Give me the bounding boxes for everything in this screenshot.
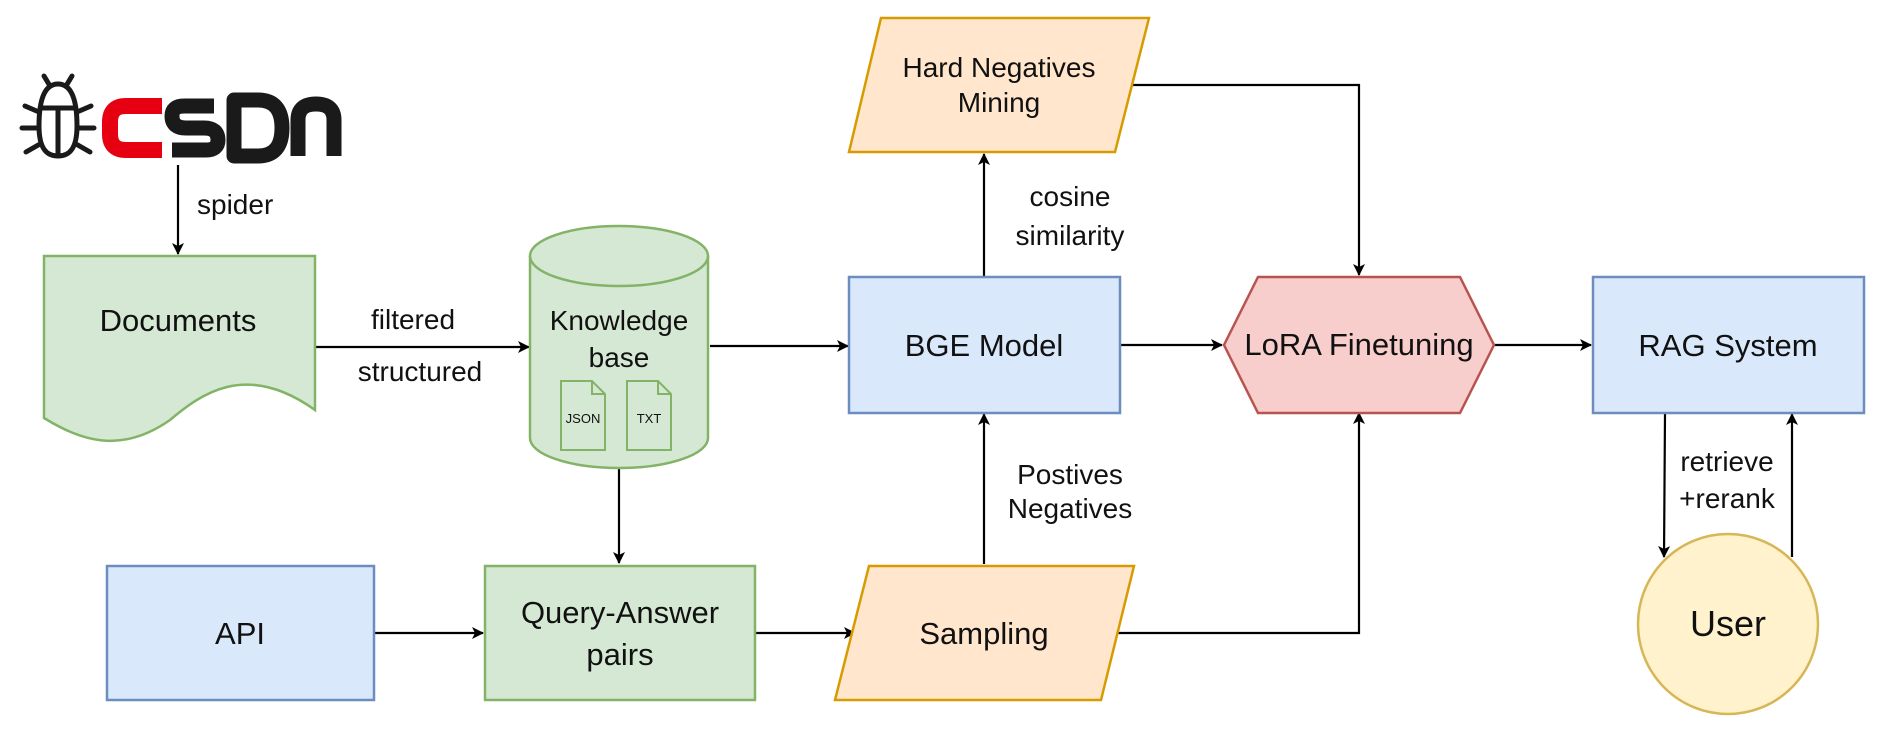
bug-icon <box>19 73 97 159</box>
label-cosine-line2: similarity <box>1016 220 1125 251</box>
documents-node: Documents <box>42 254 317 442</box>
lora-finetuning-node: LoRA Finetuning <box>1222 275 1496 415</box>
rag-system-shape <box>1591 275 1866 415</box>
sampling-label: Sampling <box>919 616 1048 651</box>
hard-negatives-node: Hard Negatives Mining <box>847 16 1151 154</box>
hard-negatives-label-line1: Hard Negatives <box>903 52 1096 83</box>
label-filtered: filtered <box>371 304 455 335</box>
user-node: User <box>1636 532 1820 716</box>
api-label: API <box>215 616 265 651</box>
label-posneg-line2: Negatives <box>1008 493 1133 524</box>
lora-finetuning-shape <box>1222 275 1496 415</box>
csdn-logo <box>19 73 342 164</box>
label-spider: spider <box>197 189 273 220</box>
qa-pairs-shape <box>483 564 757 702</box>
qa-pairs-label-line1: Query-Answer <box>521 595 719 630</box>
api-shape <box>105 564 376 702</box>
bge-model-label: BGE Model <box>905 328 1064 363</box>
documents-shape <box>42 254 317 442</box>
qa-pairs-node: Query-Answer pairs <box>483 564 757 702</box>
edge-rag-user <box>1658 413 1671 558</box>
knowledge-base-label-line1: Knowledge <box>550 305 689 336</box>
user-shape <box>1636 532 1820 716</box>
sampling-shape <box>833 564 1136 702</box>
knowledge-base-node: Knowledge base JSON TXT <box>528 224 710 470</box>
lora-finetuning-label: LoRA Finetuning <box>1244 327 1473 362</box>
rag-system-label: RAG System <box>1638 328 1817 363</box>
edge-sampling-lora <box>1112 412 1365 635</box>
json-file-label: JSON <box>566 411 601 426</box>
label-posneg-line1: Postives <box>1017 459 1123 490</box>
edge-hardneg-lora <box>1132 83 1365 276</box>
bge-model-shape <box>847 275 1122 415</box>
label-structured: structured <box>358 356 483 387</box>
label-cosine-line1: cosine <box>1030 181 1111 212</box>
hard-negatives-shape <box>847 16 1151 154</box>
json-file-icon: JSON <box>560 380 606 451</box>
bge-model-node: BGE Model <box>847 275 1122 415</box>
label-retrieve-line1: retrieve <box>1680 446 1773 477</box>
documents-label: Documents <box>100 303 257 338</box>
knowledge-base-label-line2: base <box>589 342 650 373</box>
edge-labels: spider filtered structured cosine simila… <box>197 181 1776 524</box>
txt-file-icon: TXT <box>626 380 672 451</box>
rag-system-node: RAG System <box>1591 275 1866 415</box>
api-node: API <box>105 564 376 702</box>
user-label: User <box>1690 603 1766 644</box>
csdn-wordmark <box>102 92 342 164</box>
label-retrieve-line2: +rerank <box>1679 483 1776 514</box>
sampling-node: Sampling <box>833 564 1136 702</box>
edges <box>172 83 1798 639</box>
qa-pairs-label-line2: pairs <box>586 637 653 672</box>
txt-file-label: TXT <box>637 411 662 426</box>
hard-negatives-label-line2: Mining <box>958 87 1040 118</box>
knowledge-base-top <box>528 224 710 288</box>
